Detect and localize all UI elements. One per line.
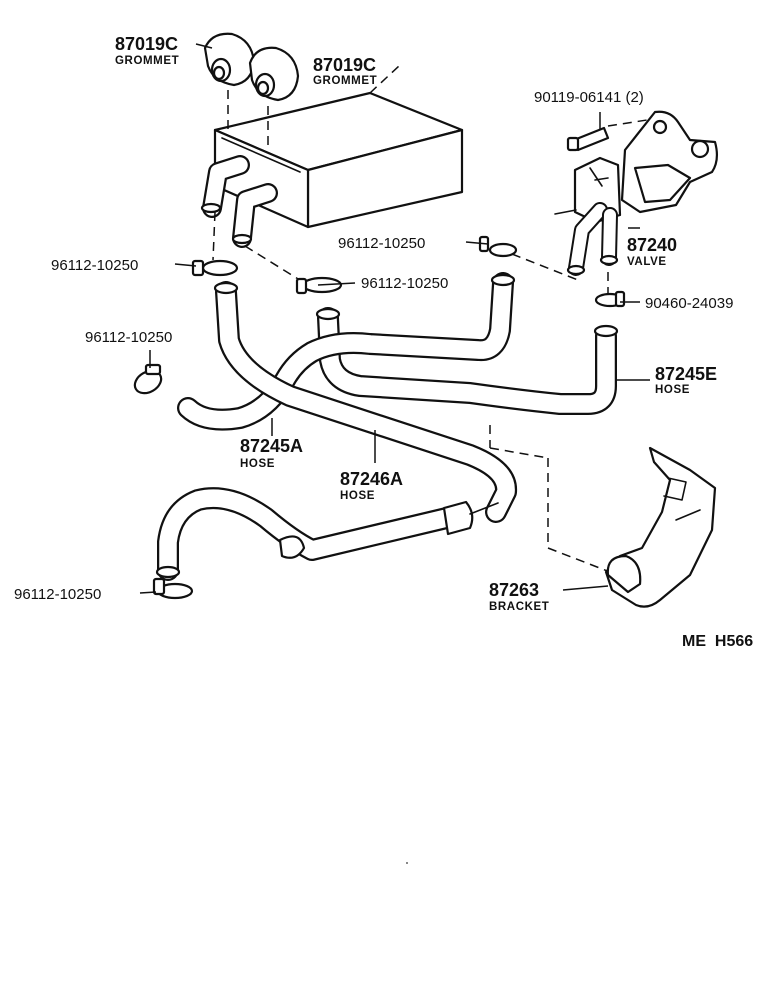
grommet-left [203, 32, 256, 87]
clamp-left [133, 363, 163, 395]
part-number-87246A: 87246A [340, 469, 403, 489]
hose-upper-cross [177, 272, 516, 431]
label-bracket: 87263 BRACKET [489, 580, 549, 613]
part-number-90460-24039: 90460-24039 [645, 295, 733, 312]
hose-87246A [213, 281, 518, 523]
clamp-upper-left [191, 259, 239, 277]
heater-core [213, 91, 464, 229]
label-clamp-bottom: 96112-10250 [14, 586, 101, 603]
label-clip: 90460-24039 [645, 295, 733, 312]
figure-code: ME H566 [682, 633, 753, 650]
leader-lines [139, 43, 650, 594]
label-grommet-left: 87019C GROMMET [115, 34, 179, 67]
part-number-87245A: 87245A [240, 436, 303, 456]
label-clamp-left: 96112-10250 [85, 329, 172, 346]
label-valve: 87240 VALVE [627, 235, 677, 268]
bracket-87263 [604, 446, 717, 608]
label-clamp-upper-right: 96112-10250 [338, 235, 425, 252]
part-number-96112-10250-middle: 96112-10250 [361, 275, 448, 292]
clamp-bottom [152, 577, 194, 600]
bolt-90119 [566, 126, 610, 152]
part-number-87019C-right: 87019C [313, 55, 376, 75]
label-clamp-upper-left: 96112-10250 [51, 257, 138, 274]
heater-core-pipe-upper [200, 155, 250, 218]
label-clamp-middle: 96112-10250 [361, 275, 448, 292]
label-hose-b: 87246A HOSE [340, 469, 403, 502]
part-number-96112-10250-left: 96112-10250 [85, 329, 172, 346]
grommet-right [248, 46, 300, 102]
valve-87240 [554, 110, 719, 276]
part-name-hose-b: HOSE [340, 490, 375, 502]
part-name-bracket: BRACKET [489, 601, 549, 613]
part-number-87263: 87263 [489, 580, 539, 600]
part-number-87245E: 87245E [655, 364, 717, 384]
part-name-grommet-left: GROMMET [115, 55, 179, 67]
clip-90460 [594, 290, 626, 308]
part-number-87240: 87240 [627, 235, 677, 255]
hose-87245E [315, 307, 619, 415]
label-hose-e: 87245E HOSE [655, 364, 717, 396]
label-bolt: 90119-06141 (2) [534, 89, 644, 106]
part-number-87019C-left: 87019C [115, 34, 178, 54]
clamp-upper-right [478, 235, 518, 258]
stray-dot [406, 862, 408, 864]
label-grommet-right: 87019C GROMMET [313, 55, 377, 87]
part-name-hose-e: HOSE [655, 384, 690, 396]
part-name-grommet-right: GROMMET [313, 75, 377, 87]
hose-87245A [155, 487, 499, 581]
part-number-96112-10250-bottom: 96112-10250 [14, 586, 101, 603]
part-name-hose-a: HOSE [240, 458, 275, 470]
part-number-96112-10250-upper-right: 96112-10250 [338, 235, 425, 252]
part-name-valve: VALVE [627, 256, 667, 268]
label-hose-a: 87245A HOSE [240, 436, 303, 470]
part-number-96112-10250-upper-left: 96112-10250 [51, 257, 138, 274]
part-number-90119-06141: 90119-06141 (2) [534, 89, 644, 106]
heater-core-pipe-lower [231, 183, 278, 248]
